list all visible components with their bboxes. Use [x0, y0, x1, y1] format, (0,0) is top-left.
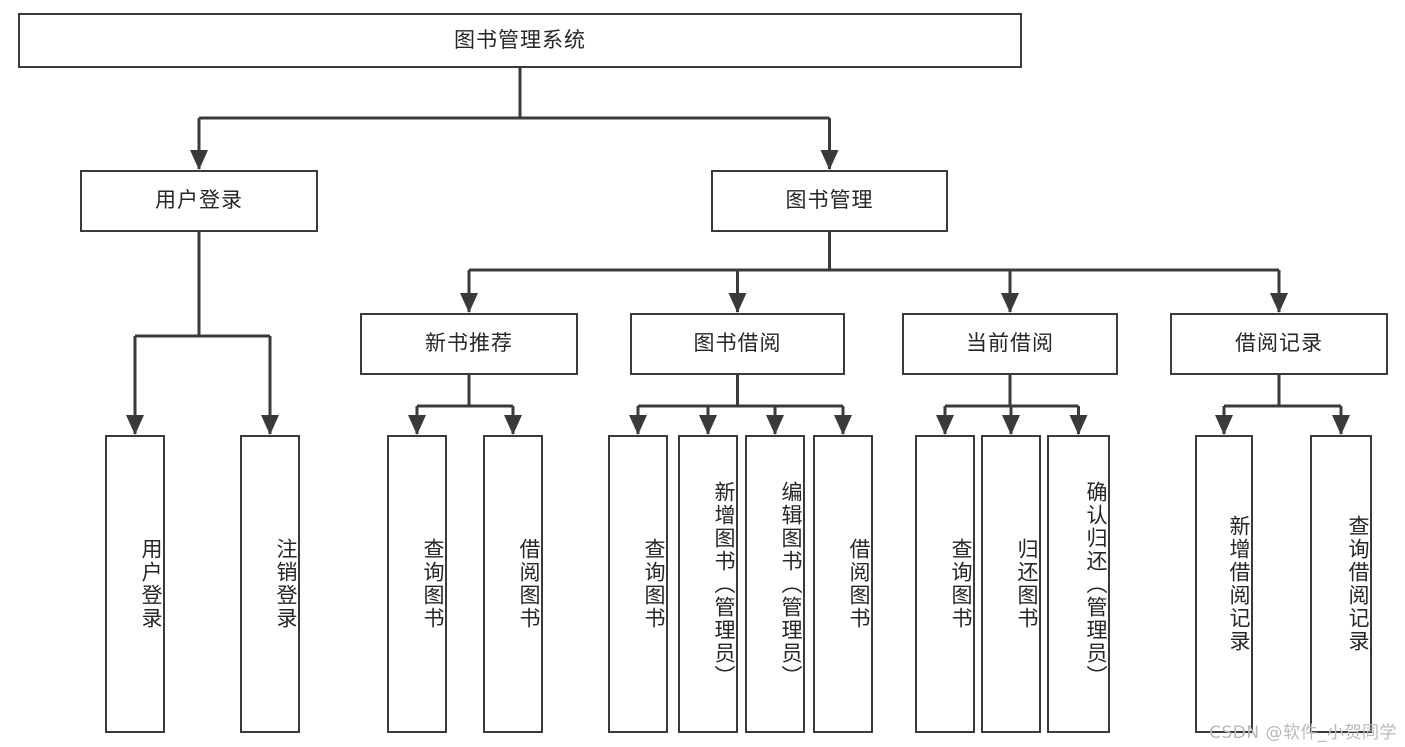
node-label: 查询图书 — [642, 538, 666, 630]
node-label: 归还图书 — [1015, 538, 1039, 630]
node-label: 借阅图书 — [517, 538, 541, 630]
node-label: 确认归还（管理员） — [1084, 480, 1108, 688]
node-leaf-borrow-book-borrow[interactable]: 借阅图书 — [813, 435, 873, 733]
node-new-book-recommend[interactable]: 新书推荐 — [360, 313, 578, 375]
node-label: 借阅记录 — [1235, 331, 1323, 356]
node-leaf-query-book-recommend[interactable]: 查询图书 — [387, 435, 447, 733]
node-label: 新增图书（管理员） — [712, 480, 736, 688]
node-label: 新书推荐 — [425, 331, 513, 356]
node-leaf-query-borrow-record[interactable]: 查询借阅记录 — [1310, 435, 1372, 733]
node-label: 图书借阅 — [693, 331, 782, 356]
node-leaf-logout[interactable]: 注销登录 — [240, 435, 300, 733]
node-leaf-borrow-book-recommend[interactable]: 借阅图书 — [483, 435, 543, 733]
node-label: 用户登录 — [139, 538, 163, 630]
node-label: 查询图书 — [421, 538, 445, 630]
node-current-borrow[interactable]: 当前借阅 — [902, 313, 1118, 375]
node-root-system[interactable]: 图书管理系统 — [18, 13, 1022, 68]
node-borrow-record[interactable]: 借阅记录 — [1170, 313, 1388, 375]
node-label: 用户登录 — [155, 188, 243, 213]
node-leaf-confirm-return-admin[interactable]: 确认归还（管理员） — [1047, 435, 1110, 733]
node-label: 当前借阅 — [966, 331, 1054, 356]
node-leaf-user-login[interactable]: 用户登录 — [105, 435, 165, 733]
node-leaf-query-book-current[interactable]: 查询图书 — [915, 435, 975, 733]
node-label: 借阅图书 — [847, 538, 871, 630]
node-label: 注销登录 — [274, 538, 298, 630]
node-label: 图书管理系统 — [454, 27, 586, 52]
node-label: 新增借阅记录 — [1227, 515, 1251, 653]
node-leaf-add-borrow-record[interactable]: 新增借阅记录 — [1195, 435, 1253, 733]
node-label: 查询图书 — [949, 538, 973, 630]
node-label: 编辑图书（管理员） — [779, 480, 803, 688]
node-label: 图书管理 — [785, 188, 874, 213]
node-leaf-return-book[interactable]: 归还图书 — [981, 435, 1041, 733]
csdn-watermark: CSDN @软件_小贺同学 — [1209, 723, 1397, 743]
node-leaf-edit-book-admin[interactable]: 编辑图书（管理员） — [745, 435, 805, 733]
node-leaf-query-book-borrow[interactable]: 查询图书 — [608, 435, 668, 733]
node-book-borrow[interactable]: 图书借阅 — [630, 313, 845, 375]
node-label: 查询借阅记录 — [1346, 515, 1370, 653]
node-leaf-add-book-admin[interactable]: 新增图书（管理员） — [678, 435, 738, 733]
node-book-management[interactable]: 图书管理 — [711, 170, 948, 232]
node-user-login[interactable]: 用户登录 — [80, 170, 318, 232]
